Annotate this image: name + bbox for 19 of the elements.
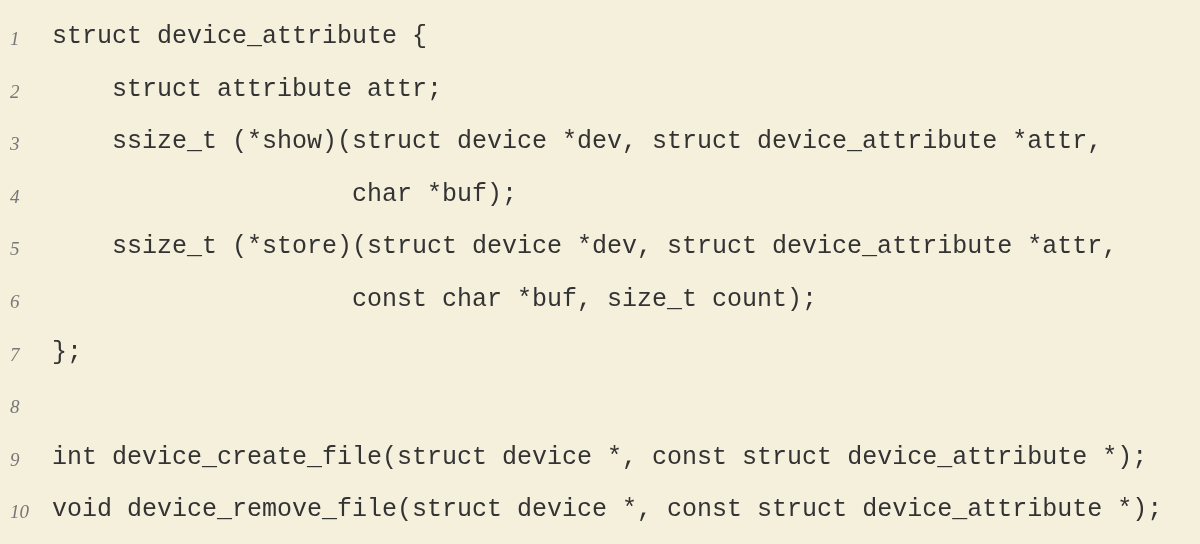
line-number: 7 (10, 342, 20, 367)
line-number: 2 (10, 79, 20, 104)
line-number: 9 (10, 447, 20, 472)
code-line: char *buf); (352, 179, 518, 210)
code-line: }; (52, 337, 82, 368)
code-line: struct device_attribute { (52, 22, 428, 52)
code-line: void device_remove_file(struct device *, const struct device_attribute *); (52, 495, 1163, 526)
code-line: int device_create_file(struct device *, const struct device_attribute *); (52, 442, 1148, 473)
line-number: 1 (10, 27, 20, 51)
line-number: 5 (10, 237, 20, 262)
line-number: 6 (10, 290, 20, 314)
code-line: const char *buf, size_t count); (352, 285, 818, 315)
code-line: struct attribute attr; (112, 74, 443, 105)
line-number: 10 (10, 500, 29, 525)
line-number: 4 (10, 184, 20, 209)
code-line: ssize_t (*show)(struct device *dev, struct device_attribute *attr, (112, 127, 1103, 158)
line-number: 8 (10, 395, 20, 420)
code-line: ssize_t (*store)(struct device *dev, struct device_attribute *attr, (112, 232, 1118, 263)
line-number: 3 (10, 132, 20, 157)
